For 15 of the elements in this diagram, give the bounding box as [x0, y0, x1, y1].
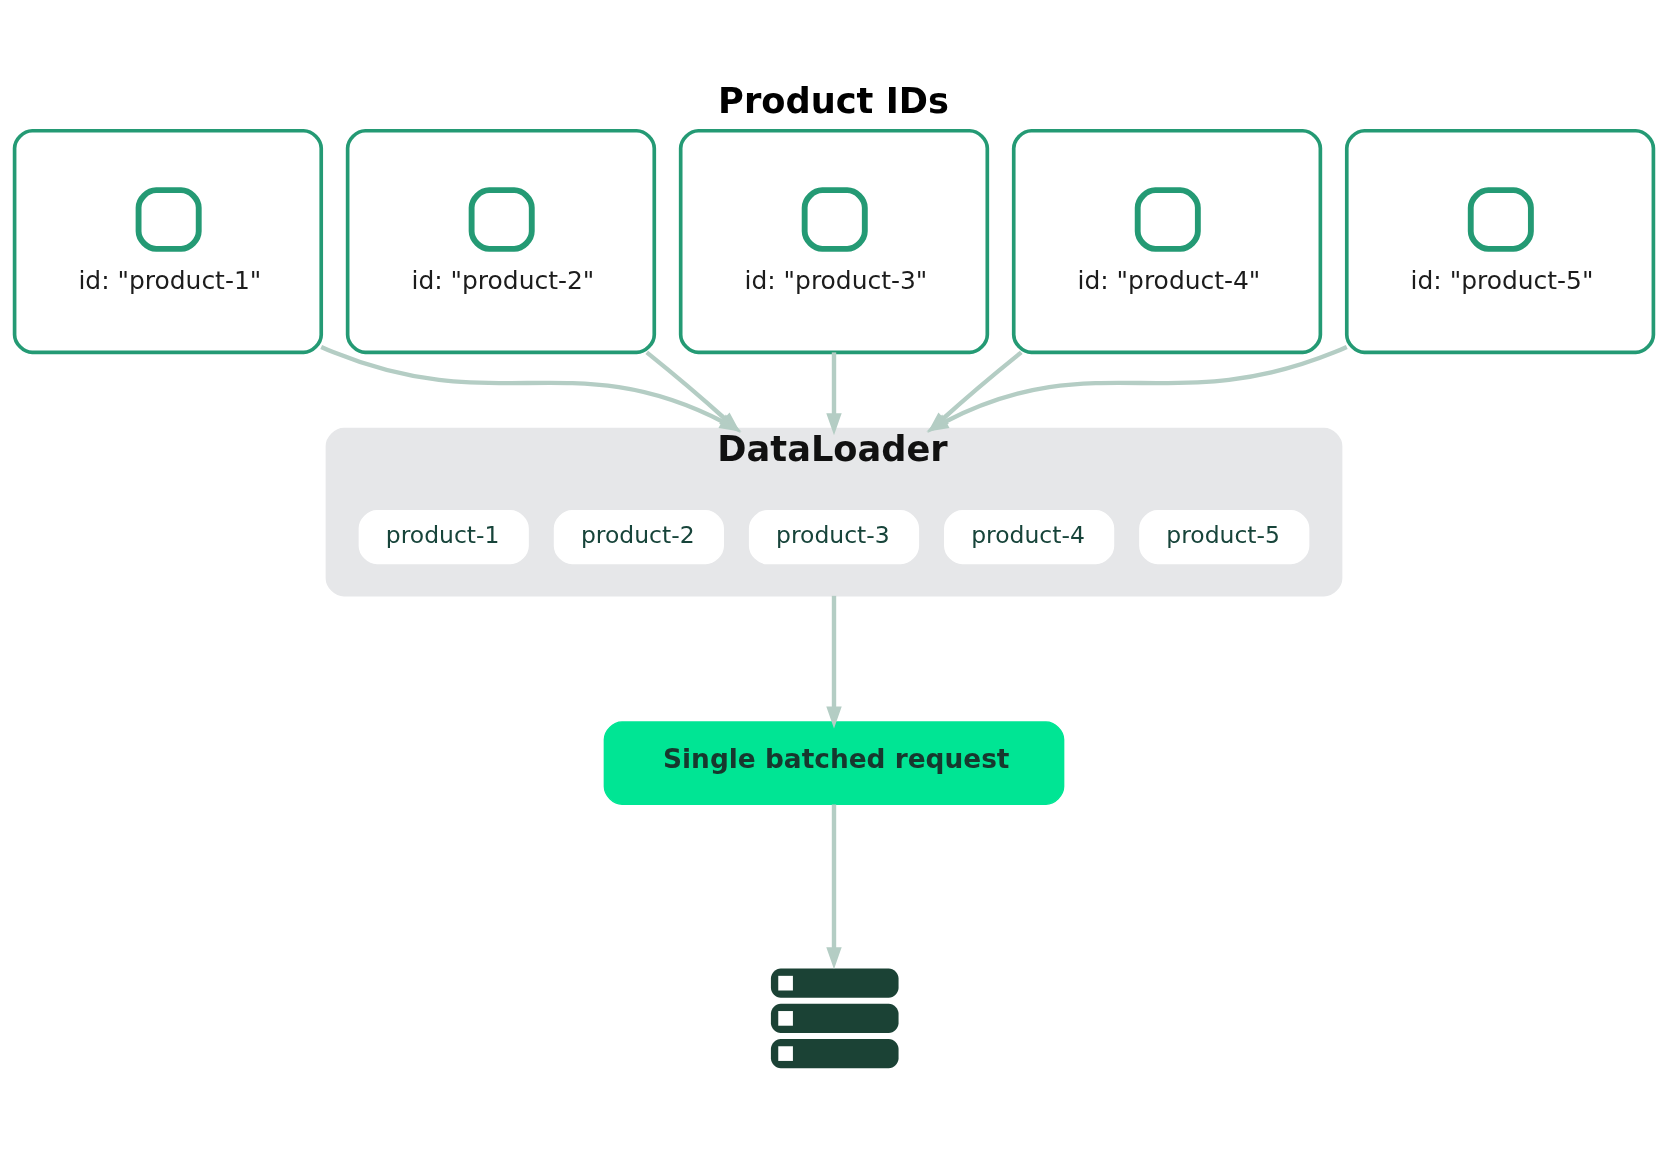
node-box: id: "product-1"	[12, 128, 324, 355]
node-box: product-3	[748, 510, 920, 565]
node-box: id: "product-2"	[345, 128, 657, 355]
node-box: product-5	[1139, 510, 1310, 565]
node-box: product-1	[358, 510, 529, 565]
node-box: id: "product-4"	[1011, 128, 1323, 355]
node-box: product-4	[944, 510, 1115, 565]
node-box: product-2	[553, 510, 724, 565]
node-box: id: "product-3"	[678, 128, 990, 355]
node-box: Single batched request	[603, 721, 1065, 805]
node-box: id: "product-5"	[1344, 128, 1656, 355]
arrow	[826, 595, 842, 729]
arrow	[826, 804, 842, 970]
diagram-title: Product IDs	[718, 80, 949, 122]
arrow	[826, 352, 842, 436]
